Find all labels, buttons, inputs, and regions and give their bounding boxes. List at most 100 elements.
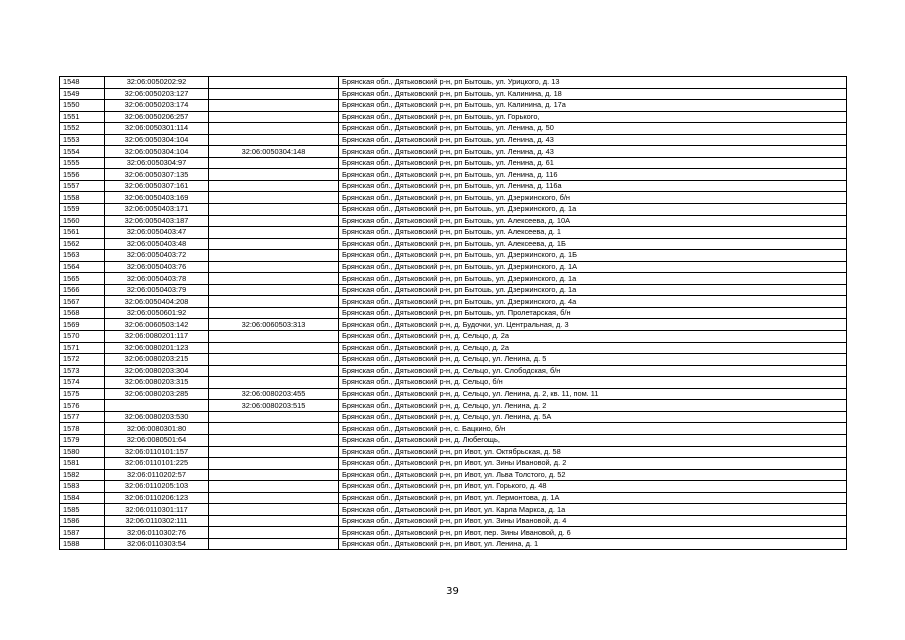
row-number-cell: 1581 (59, 457, 105, 470)
related-cadastral-number-cell: 32:06:0080203:515 (208, 399, 339, 412)
row-number-cell: 1560 (59, 214, 105, 228)
cadastral-number-cell: 32:06:0050304:104 (104, 133, 209, 147)
row-number-cell: 1548 (59, 76, 105, 89)
row-number-cell: 1578 (59, 422, 105, 435)
row-number-cell: 1584 (59, 491, 105, 505)
related-cadastral-number-cell: 32:06:0050304:148 (208, 145, 339, 158)
address-cell: Брянская обл., Дятьковский р-н, д. Любег… (338, 433, 847, 447)
address-cell: Брянская обл., Дятьковский р-н, рп Ивот,… (338, 445, 847, 459)
row-number-cell: 1570 (59, 330, 105, 343)
cadastral-number-cell: 32:06:0080203:304 (104, 364, 209, 378)
cadastral-number-cell: 32:06:0050404:208 (104, 295, 209, 308)
address-cell: Брянская обл., Дятьковский р-н, рп Бытош… (338, 76, 847, 89)
address-cell: Брянская обл., Дятьковский р-н, рп Бытош… (338, 237, 847, 251)
row-number-cell: 1569 (59, 318, 105, 332)
row-number-cell: 1574 (59, 376, 105, 389)
address-cell: Брянская обл., Дятьковский р-н, рп Бытош… (338, 110, 847, 124)
related-cadastral-number-cell (208, 133, 339, 147)
related-cadastral-number-cell (208, 249, 339, 262)
cadastral-number-cell: 32:06:0080301:80 (104, 422, 209, 435)
cadastral-number-cell: 32:06:0080501:64 (104, 433, 209, 447)
row-number-cell: 1582 (59, 468, 105, 482)
related-cadastral-number-cell: 32:06:0060503:313 (208, 318, 339, 332)
cadastral-number-cell: 32:06:0110302:76 (104, 526, 209, 539)
related-cadastral-number-cell: 32:06:0080203:455 (208, 387, 339, 401)
related-cadastral-number-cell (208, 237, 339, 251)
address-cell: Брянская обл., Дятьковский р-н, с. Бацки… (338, 422, 847, 435)
cadastral-number-cell: 32:06:0080201:123 (104, 341, 209, 355)
address-cell: Брянская обл., Дятьковский р-н, рп Бытош… (338, 87, 847, 101)
cadastral-number-cell (104, 399, 209, 412)
address-cell: Брянская обл., Дятьковский р-н, рп Ивот,… (338, 503, 847, 516)
cadastral-number-cell: 32:06:0050203:127 (104, 87, 209, 101)
address-cell: Брянская обл., Дятьковский р-н, рп Ивот,… (338, 480, 847, 493)
address-cell: Брянская обл., Дятьковский р-н, рп Бытош… (338, 214, 847, 228)
row-number-cell: 1575 (59, 387, 105, 401)
cadastral-number-cell: 32:06:0050403:171 (104, 203, 209, 216)
related-cadastral-number-cell (208, 330, 339, 343)
cadastral-number-cell: 32:06:0050403:79 (104, 283, 209, 297)
related-cadastral-number-cell (208, 445, 339, 459)
related-cadastral-number-cell (208, 537, 339, 551)
address-cell: Брянская обл., Дятьковский р-н, рп Ивот,… (338, 491, 847, 505)
address-cell: Брянская обл., Дятьковский р-н, рп Бытош… (338, 283, 847, 297)
row-number-cell: 1555 (59, 156, 105, 170)
address-cell: Брянская обл., Дятьковский р-н, д. Сельц… (338, 399, 847, 412)
row-number-cell: 1551 (59, 110, 105, 124)
cadastral-number-cell: 32:06:0110202:57 (104, 468, 209, 482)
related-cadastral-number-cell (208, 457, 339, 470)
row-number-cell: 1559 (59, 203, 105, 216)
related-cadastral-number-cell (208, 480, 339, 493)
row-number-cell: 1588 (59, 537, 105, 551)
cadastral-number-cell: 32:06:0080203:215 (104, 353, 209, 366)
cadastral-number-cell: 32:06:0050403:169 (104, 191, 209, 204)
related-cadastral-number-cell (208, 191, 339, 204)
row-number-cell: 1585 (59, 503, 105, 516)
row-number-cell: 1550 (59, 99, 105, 112)
row-number-cell: 1577 (59, 410, 105, 424)
address-cell: Брянская обл., Дятьковский р-н, д. Сельц… (338, 353, 847, 366)
cadastral-number-cell: 32:06:0050307:161 (104, 179, 209, 193)
related-cadastral-number-cell (208, 168, 339, 181)
row-number-cell: 1552 (59, 122, 105, 135)
cadastral-number-cell: 32:06:0050301:114 (104, 122, 209, 135)
cadastral-number-cell: 32:06:0080201:117 (104, 330, 209, 343)
address-cell: Брянская обл., Дятьковский р-н, рп Бытош… (338, 226, 847, 239)
cadastral-number-cell: 32:06:0110302:111 (104, 514, 209, 528)
row-number-cell: 1587 (59, 526, 105, 539)
cadastral-number-cell: 32:06:0050304:104 (104, 145, 209, 158)
page-number: 39 (446, 586, 459, 597)
cadastral-number-cell: 32:06:0110301:117 (104, 503, 209, 516)
address-cell: Брянская обл., Дятьковский р-н, рп Бытош… (338, 133, 847, 147)
row-number-cell: 1556 (59, 168, 105, 181)
related-cadastral-number-cell (208, 156, 339, 170)
cadastral-number-cell: 32:06:0050307:135 (104, 168, 209, 181)
cadastral-number-cell: 32:06:0080203:315 (104, 376, 209, 389)
cadastral-number-cell: 32:06:0050403:72 (104, 249, 209, 262)
cadastral-number-cell: 32:06:0050403:47 (104, 226, 209, 239)
address-cell: Брянская обл., Дятьковский р-н, рп Бытош… (338, 99, 847, 112)
related-cadastral-number-cell (208, 260, 339, 274)
related-cadastral-number-cell (208, 283, 339, 297)
address-cell: Брянская обл., Дятьковский р-н, д. Сельц… (338, 376, 847, 389)
